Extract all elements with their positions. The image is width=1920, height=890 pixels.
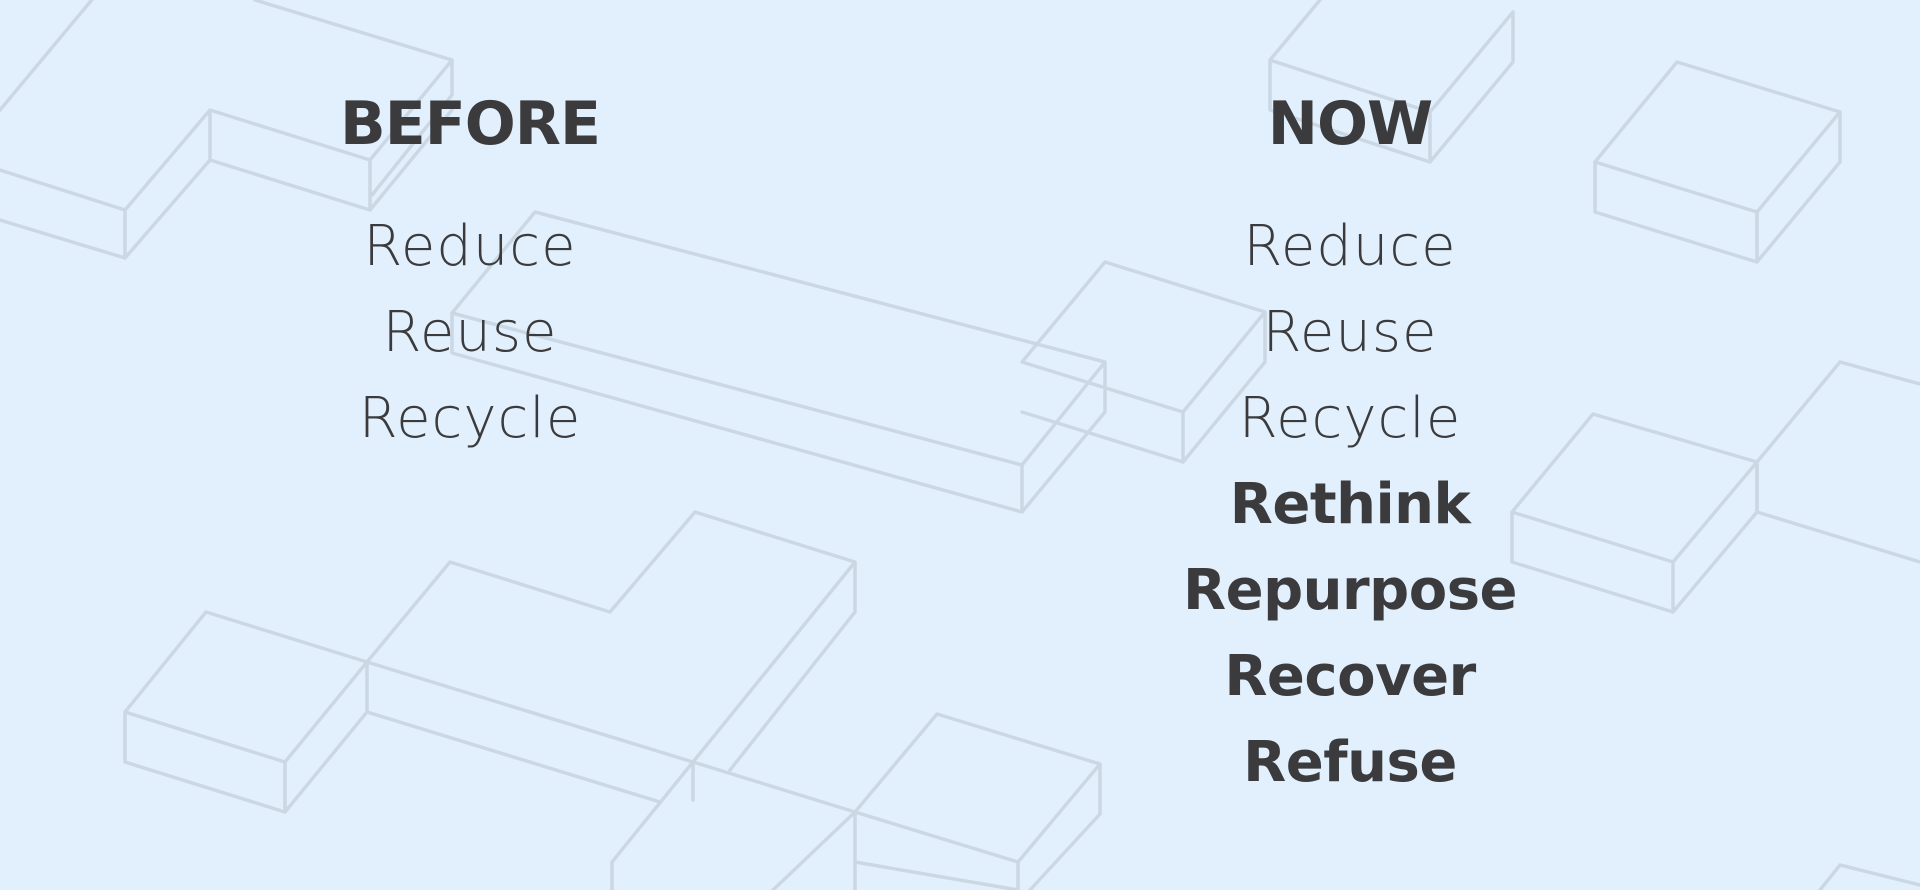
now-item-recover: Recover bbox=[1224, 644, 1476, 709]
before-heading: BEFORE bbox=[340, 89, 601, 159]
now-item-repurpose: Repurpose bbox=[1182, 558, 1518, 623]
before-item-reuse: Reuse bbox=[382, 300, 558, 365]
now-item-rethink: Rethink bbox=[1229, 472, 1471, 537]
now-list: Reduce Reuse Recycle Rethink Repurpose R… bbox=[1070, 204, 1630, 806]
now-item-reduce: Reduce bbox=[1243, 214, 1457, 279]
now-item-recycle: Recycle bbox=[1238, 386, 1462, 451]
now-column: NOW Reduce Reuse Recycle Rethink Repurpo… bbox=[1070, 88, 1630, 806]
before-list: Reduce Reuse Recycle bbox=[190, 204, 750, 462]
before-item-reduce: Reduce bbox=[363, 214, 577, 279]
before-item-recycle: Recycle bbox=[358, 386, 582, 451]
now-heading: NOW bbox=[1267, 89, 1433, 159]
now-item-refuse: Refuse bbox=[1243, 730, 1457, 795]
before-column: BEFORE Reduce Reuse Recycle bbox=[190, 88, 750, 462]
now-item-reuse: Reuse bbox=[1262, 300, 1438, 365]
